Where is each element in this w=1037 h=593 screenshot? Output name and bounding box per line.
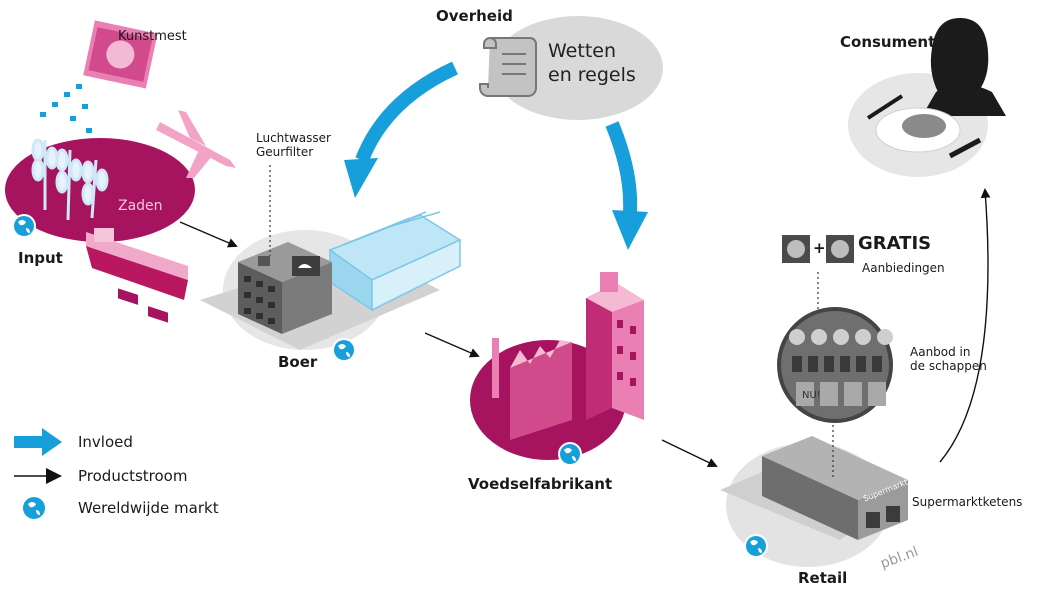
luchtwasser-line-1: Luchtwasser [256,131,331,145]
ship-icon [86,228,188,323]
input-label: Input [18,249,63,267]
gratis-label: GRATIS [858,233,932,254]
globe-icon-fabrikant [558,442,582,466]
legend-influence-label: Invloed [78,433,133,451]
aanbod-label: Aanbod in de schappen [910,345,987,374]
greenhouse-icon [328,211,462,312]
wheat-icon [31,138,109,221]
boer-label: Boer [278,353,318,371]
aanbieding-icon [782,235,854,263]
legend-product-swatch [14,468,62,484]
consument-label: Consument [840,33,936,51]
aanbiedingen-label: Aanbiedingen [862,261,945,275]
globe-icon-retail [744,534,768,558]
aanbod-line-2: de schappen [910,358,987,373]
luchtwasser-line-2: Geurfilter [256,144,314,159]
wetten-line-2: en regels [548,63,636,86]
product-arrow-fabrikant-retail [661,439,718,468]
influence-arrowhead-boer [344,158,378,198]
airplane-icon [156,110,236,178]
consumer-icon [922,18,1006,116]
luchtwasser-label: Luchtwasser Geurfilter [256,131,331,160]
product-arrow-retail-consument [939,188,991,463]
voedselfabrikant-label: Voedselfabrikant [468,475,613,493]
globe-icon-input [12,214,36,238]
product-arrow-input-boer [179,221,238,248]
kunstmest-label: Kunstmest [118,29,187,44]
zaden-label: Zaden [118,198,163,214]
legend-globe-label: Wereldwijde markt [78,499,219,517]
scroll-icon [479,37,537,97]
supermarktketens-label: Supermarktketens [912,495,1023,509]
legend-influence-swatch [14,428,62,456]
shelf-tag-label: NU! [802,390,821,401]
globe-icon-boer [332,338,356,362]
influence-arrow-fabrikant [605,121,638,213]
kunstmest-bag-icon [83,20,158,89]
overheid-label: Overheid [436,7,513,25]
plus-label: + [813,239,826,257]
retail-label: Retail [798,569,848,587]
legend-product-label: Productstroom [78,467,188,485]
wetten-line-1: Wetten [548,40,616,62]
aanbod-line-1: Aanbod in [910,345,971,359]
influence-arrowhead-fabrikant [612,210,648,250]
fertilizer-drops [40,84,92,133]
farm-building-icon [238,242,332,334]
factory-icon [492,272,644,440]
shelves-icon [777,307,893,423]
legend-globe-icon [23,497,45,519]
wetten-label: Wetten en regels [548,40,636,88]
product-arrow-boer-fabrikant [424,332,480,358]
influence-arrow-boer [355,61,458,163]
plate-icon [866,94,982,159]
supermarket-icon [762,116,908,540]
